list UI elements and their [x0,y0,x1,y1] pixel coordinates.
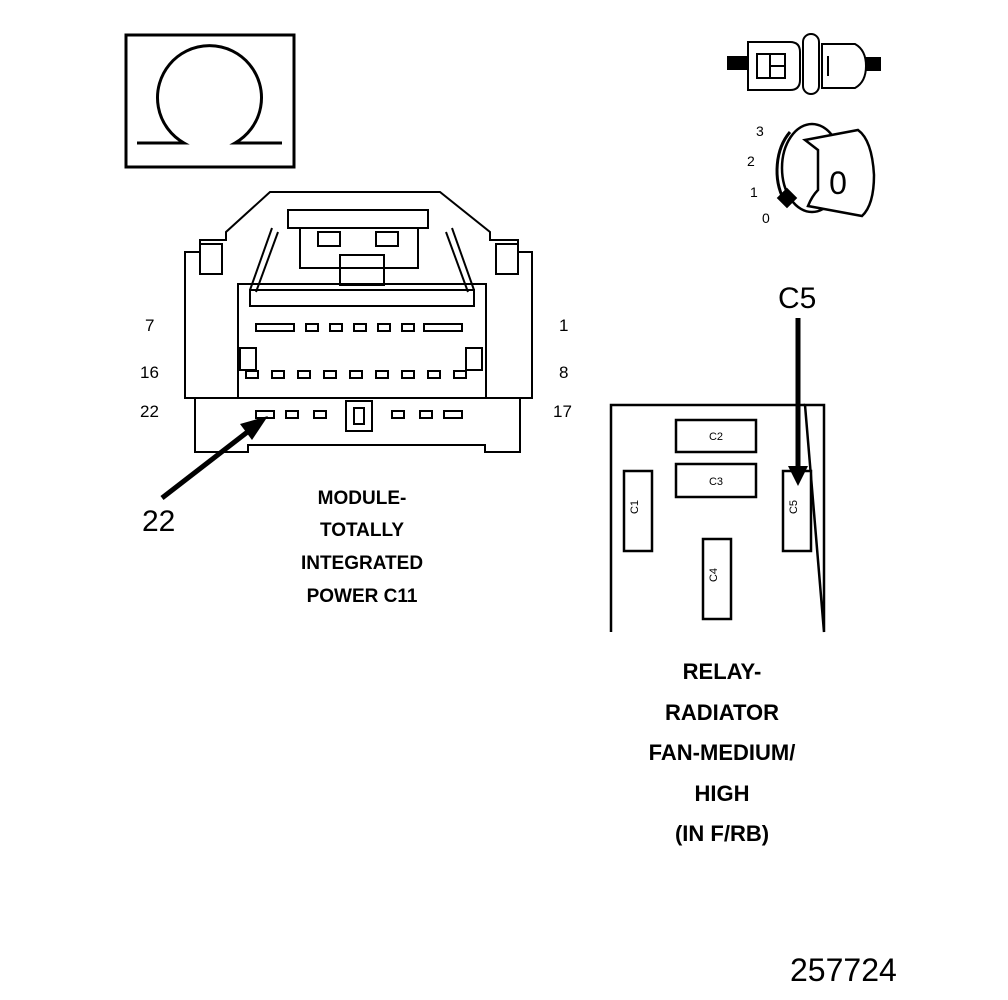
cavity-label-c1: C1 [629,500,641,514]
figure-number: 257724 [790,952,897,988]
ignition-key-label: 0 [829,165,847,201]
pin-label-7: 7 [145,316,155,335]
pin-label-17: 17 [553,402,572,421]
c5-callout-arrow [788,318,808,486]
module-caption-line-4: POWER C11 [306,586,418,607]
pin-22-callout-arrow [160,416,268,500]
pin-label-16: 16 [140,363,159,382]
relay-housing [609,403,826,633]
pin-callout-number: 22 [142,505,176,538]
pin-label-1: 1 [559,316,569,335]
ignition-position-0: 0 [762,210,770,226]
relay-caption-line-2: RADIATOR [664,700,780,725]
ignition-position-2: 2 [747,153,755,169]
relay-caption-line-1: RELAY- [682,659,762,684]
module-caption-line-1: MODULE- [317,488,407,509]
module-caption-line-2: TOTALLY [319,520,405,541]
ignition-switch-icon [775,122,876,218]
cavity-label-c3: C3 [709,476,723,488]
module-caption-line-3: INTEGRATED [300,553,424,574]
cavity-label-c5: C5 [788,500,800,514]
ohm-meter-icon [124,33,296,169]
ignition-position-1: 1 [750,184,758,200]
pin-label-8: 8 [559,363,569,382]
pin-label-22: 22 [140,402,159,421]
cavity-label-c2: C2 [709,431,723,443]
cavity-label-c4: C4 [708,568,720,582]
relay-callout-label: C5 [778,282,817,315]
relay-caption-line-3: FAN-MEDIUM/ [648,740,796,765]
ignition-position-3: 3 [756,123,764,139]
relay-caption-line-5: (IN F/RB) [674,821,770,846]
tipm-connector [184,191,533,453]
disconnected-connector-icon [727,33,881,95]
relay-caption-line-4: HIGH [694,781,750,806]
